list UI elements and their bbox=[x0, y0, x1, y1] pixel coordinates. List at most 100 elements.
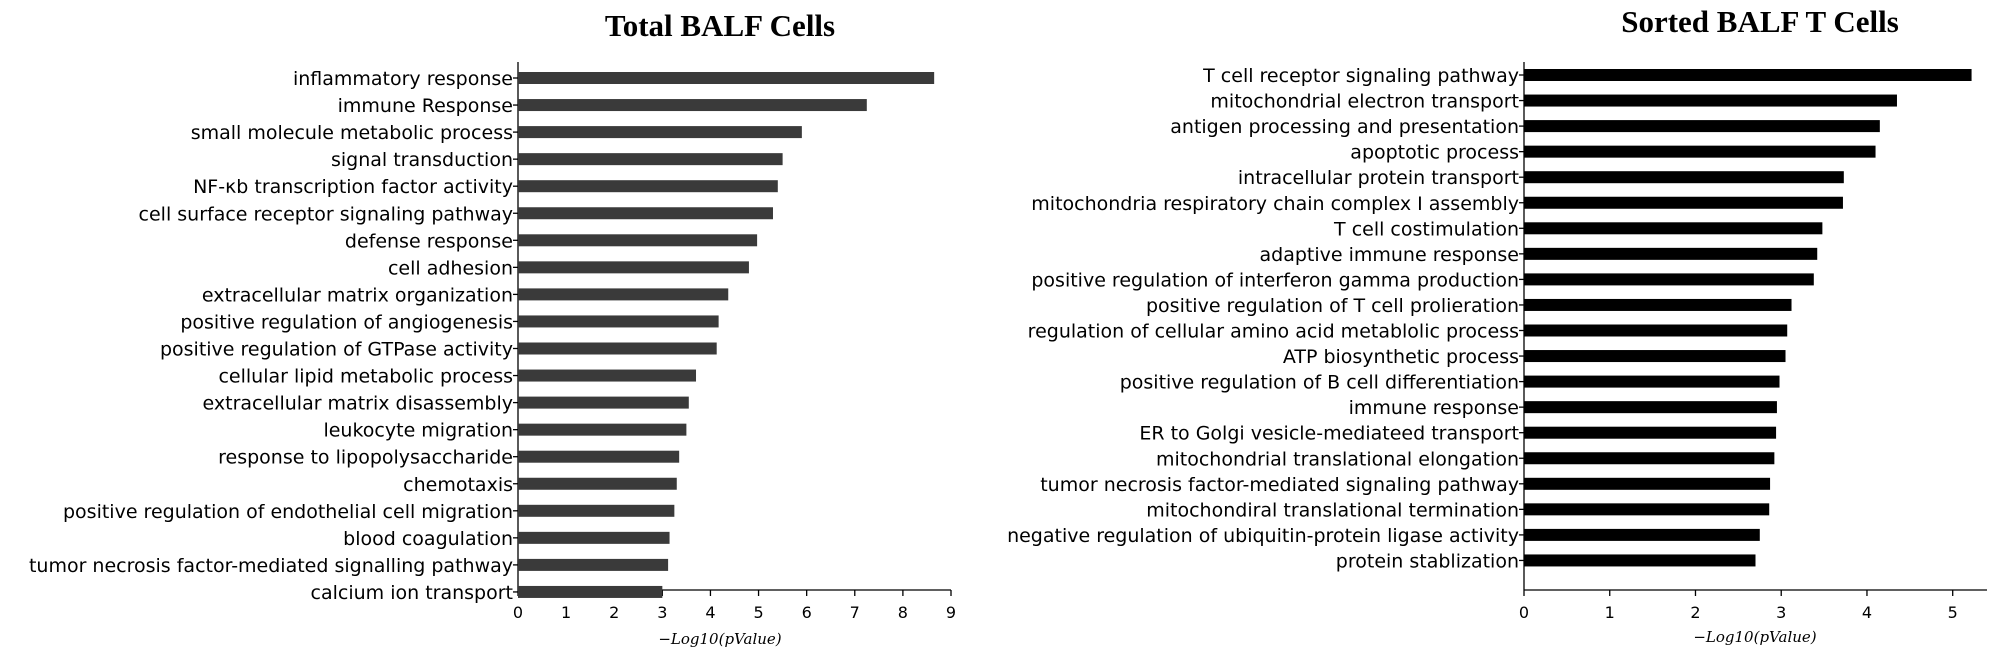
bar bbox=[518, 180, 778, 193]
bar bbox=[518, 477, 677, 490]
bar bbox=[1524, 375, 1780, 388]
category-label: adaptive immune response bbox=[1259, 244, 1519, 266]
bar bbox=[1524, 145, 1876, 158]
x-tick-label: 3 bbox=[657, 603, 667, 622]
category-label: positive regulation of B cell differenti… bbox=[1120, 372, 1519, 394]
bar bbox=[518, 558, 669, 571]
x-tick-label: 5 bbox=[753, 603, 763, 622]
bar bbox=[518, 585, 663, 598]
bar bbox=[1524, 503, 1770, 516]
category-label: T cell costimulation bbox=[1333, 218, 1519, 240]
category-label: ATP biosynthetic process bbox=[1283, 346, 1519, 368]
category-label: tumor necrosis factor-mediated signallin… bbox=[29, 555, 513, 577]
category-label: extracellular matrix disassembly bbox=[203, 393, 513, 415]
bar bbox=[1524, 247, 1818, 260]
category-label: blood coagulation bbox=[343, 528, 513, 550]
x-tick-label: 9 bbox=[946, 603, 956, 622]
category-label: immune Response bbox=[338, 95, 513, 117]
bar bbox=[1524, 196, 1843, 209]
x-tick-label: 0 bbox=[513, 603, 523, 622]
bar bbox=[518, 315, 719, 328]
x-tick-label: 2 bbox=[1690, 603, 1700, 622]
bar bbox=[518, 261, 749, 274]
bar bbox=[1524, 171, 1844, 184]
category-label: tumor necrosis factor-mediated signaling… bbox=[1040, 474, 1519, 496]
bar bbox=[1524, 401, 1777, 414]
category-label: intracellular protein transport bbox=[1238, 167, 1519, 189]
bar bbox=[518, 126, 802, 139]
category-label: cell surface receptor signaling pathway bbox=[139, 203, 513, 225]
category-label: mitochondrial translational elongation bbox=[1156, 448, 1519, 470]
category-label: immune response bbox=[1349, 397, 1519, 419]
bar bbox=[518, 288, 729, 301]
category-label: mitochondiral translational termination bbox=[1146, 499, 1519, 521]
category-label: antigen processing and presentation bbox=[1170, 116, 1519, 138]
chart-panel-sorted-t-cells: Sorted BALF T Cells −Log10(pValue) 0 1 2 3 4… bbox=[1007, 4, 1987, 646]
x-axis-label: −Log10(pValue) bbox=[658, 630, 781, 648]
bar bbox=[518, 369, 697, 382]
bar bbox=[518, 531, 670, 544]
category-label: extracellular matrix organization bbox=[202, 284, 513, 306]
bar bbox=[1524, 273, 1814, 286]
bar bbox=[518, 207, 773, 220]
category-label: mitochondria respiratory chain complex I… bbox=[1031, 193, 1519, 215]
category-label: cellular lipid metabolic process bbox=[218, 366, 513, 388]
bar bbox=[1524, 426, 1777, 439]
chart-title: Sorted BALF T Cells bbox=[1621, 4, 1899, 39]
bar bbox=[518, 504, 675, 517]
bar bbox=[1524, 477, 1771, 490]
category-label: positive regulation of interferon gamma … bbox=[1031, 269, 1519, 291]
category-label: mitochondrial electron transport bbox=[1210, 91, 1519, 113]
category-label: regulation of cellular amino acid metabl… bbox=[1028, 321, 1519, 343]
bar bbox=[518, 342, 717, 355]
category-label: cell adhesion bbox=[388, 257, 513, 279]
bar bbox=[1524, 350, 1786, 363]
category-label: positive regulation of T cell prolierati… bbox=[1146, 295, 1519, 317]
bar bbox=[1524, 298, 1792, 311]
x-tick-label: 1 bbox=[561, 603, 571, 622]
bar bbox=[518, 396, 689, 409]
bar bbox=[518, 423, 687, 436]
category-label: positive regulation of endothelial cell … bbox=[63, 501, 513, 523]
category-label: NF-κb transcription factor activity bbox=[193, 176, 513, 198]
category-label: inflammatory response bbox=[293, 68, 513, 90]
bar bbox=[1524, 120, 1880, 133]
x-tick-label: 8 bbox=[898, 603, 908, 622]
category-label: response to lipopolysaccharide bbox=[218, 447, 513, 469]
category-label: positive regulation of GTPase activity bbox=[160, 339, 513, 361]
category-label: calcium ion transport bbox=[311, 582, 513, 604]
bar bbox=[518, 234, 758, 247]
bar bbox=[1524, 452, 1775, 465]
category-label: small molecule metabolic process bbox=[191, 122, 513, 144]
x-tick-label: 0 bbox=[1519, 603, 1529, 622]
category-label: protein stablization bbox=[1336, 550, 1519, 572]
category-label: chemotaxis bbox=[403, 474, 513, 496]
category-label: signal transduction bbox=[331, 149, 513, 171]
category-label: defense response bbox=[345, 230, 513, 252]
bar bbox=[1524, 222, 1823, 235]
x-tick-label: 1 bbox=[1605, 603, 1615, 622]
x-tick-label: 5 bbox=[1948, 603, 1958, 622]
x-tick-label: 3 bbox=[1776, 603, 1786, 622]
x-tick-label: 7 bbox=[850, 603, 860, 622]
bar bbox=[518, 153, 783, 166]
category-label: negative regulation of ubiquitin-protein… bbox=[1007, 525, 1519, 547]
bar bbox=[1524, 528, 1760, 541]
category-label: apoptotic process bbox=[1350, 142, 1519, 164]
x-tick-label: 4 bbox=[705, 603, 715, 622]
bar bbox=[1524, 554, 1756, 567]
bar bbox=[518, 72, 935, 84]
bar bbox=[518, 99, 867, 112]
bar bbox=[1524, 324, 1788, 337]
category-label: T cell receptor signaling pathway bbox=[1202, 65, 1519, 87]
category-label: positive regulation of angiogenesis bbox=[180, 311, 513, 333]
x-axis-label: −Log10(pValue) bbox=[1693, 628, 1816, 646]
x-tick-label: 4 bbox=[1862, 603, 1872, 622]
chart-title: Total BALF Cells bbox=[605, 8, 835, 43]
x-tick-label: 6 bbox=[802, 603, 812, 622]
category-label: leukocyte migration bbox=[323, 420, 513, 442]
bar bbox=[518, 450, 680, 463]
category-label: ER to Golgi vesicle-mediateed transport bbox=[1139, 423, 1519, 445]
